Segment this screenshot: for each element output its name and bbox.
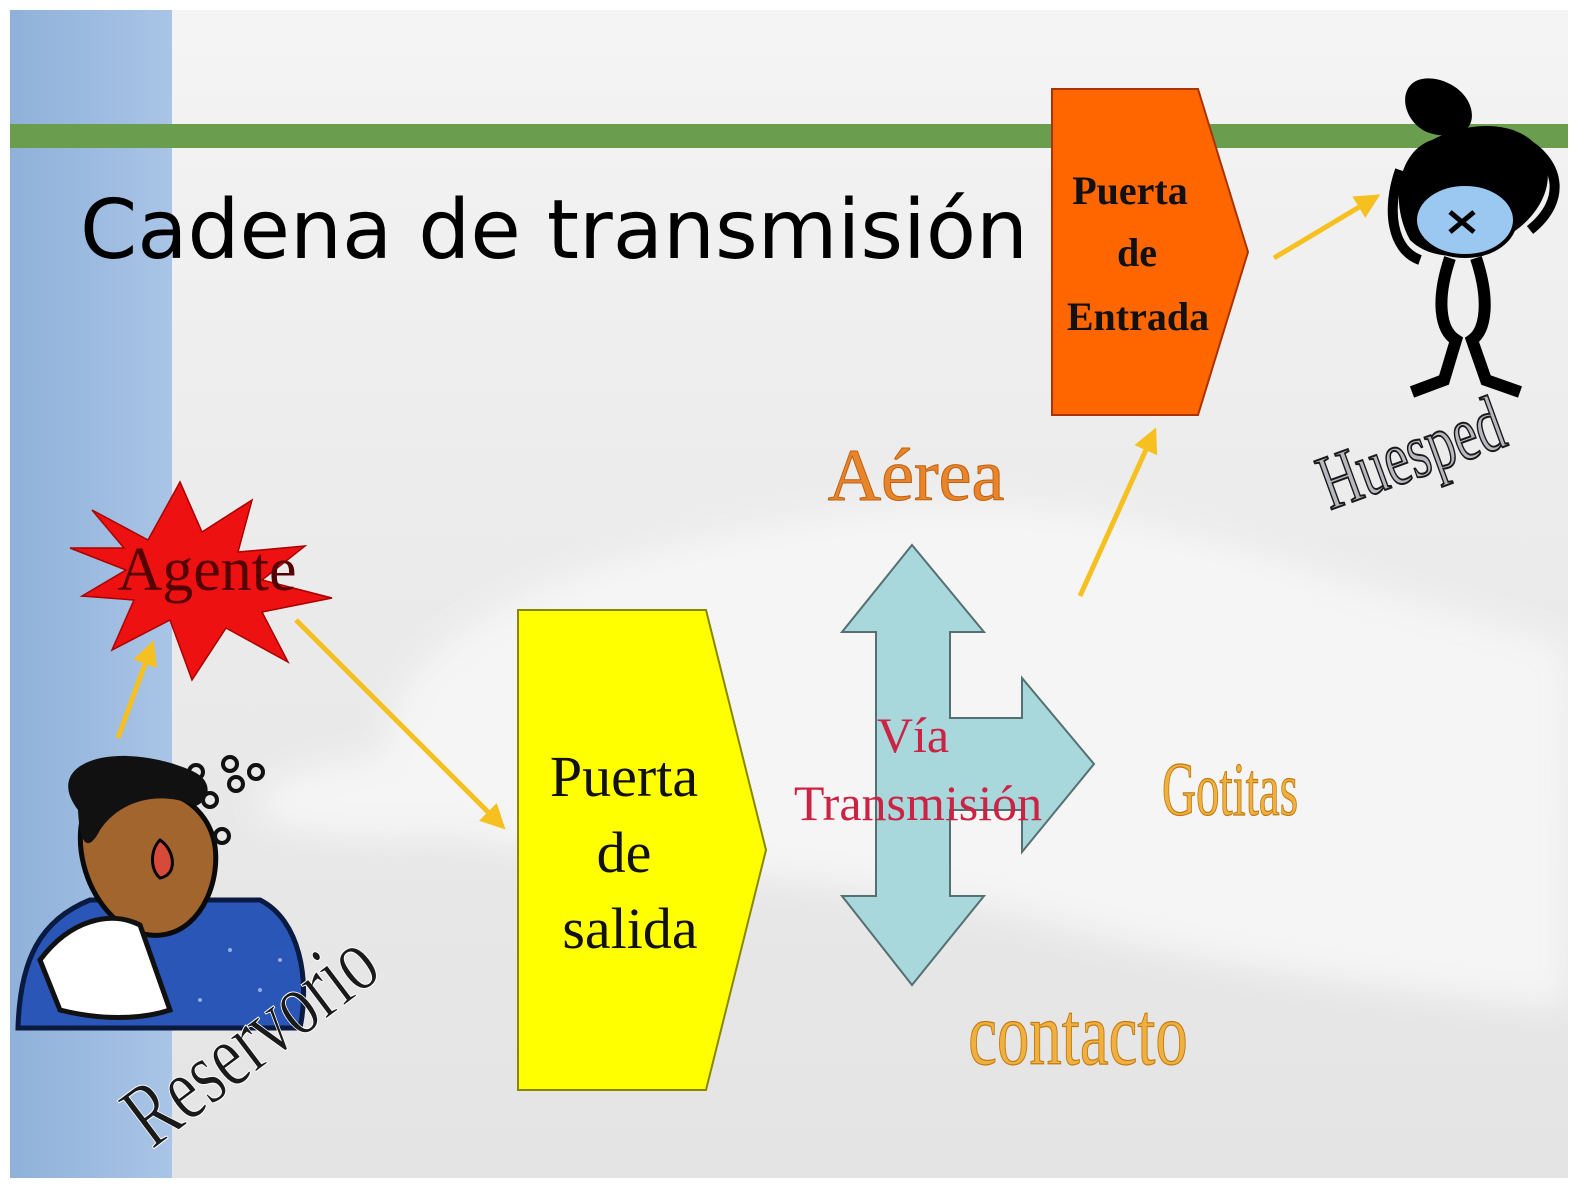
agente-label: Agente [117,536,296,604]
puerta-entrada-line-3: Entrada [1067,294,1209,339]
huesped-label: Huesped [1306,379,1515,526]
host-figure-icon [1387,78,1560,398]
puerta-salida-line-2: de [597,820,652,885]
aerea-label: Aérea [828,435,1005,517]
puerta-entrada-shape [1051,88,1250,416]
contacto-label: contacto [968,984,1187,1084]
arrow-via-to-puerta-entrada [1077,427,1158,598]
agente-star-icon [69,480,333,682]
arrow-reservorio-to-agente [115,640,157,739]
slide-title: Cadena de transmisión [80,183,1028,278]
puerta-entrada-line-1: Puerta [1072,168,1188,213]
arrow-agente-to-puerta-salida [294,618,506,830]
puerta-salida-line-3: salida [562,896,697,961]
sick-person-icon [15,755,307,1031]
via-label-line-1: Vía [877,707,949,763]
green-header-bar [10,124,1568,148]
arrow-puerta-entrada-to-huesped [1272,194,1381,261]
via-label-line-2: Transmisión [794,775,1042,831]
puerta-salida-shape [517,609,768,1091]
via-transmision-arrows [839,543,1096,987]
gotitas-label: Gotitas [1162,748,1298,832]
puerta-entrada-line-2: de [1117,230,1157,275]
puerta-salida-line-1: Puerta [550,744,698,809]
